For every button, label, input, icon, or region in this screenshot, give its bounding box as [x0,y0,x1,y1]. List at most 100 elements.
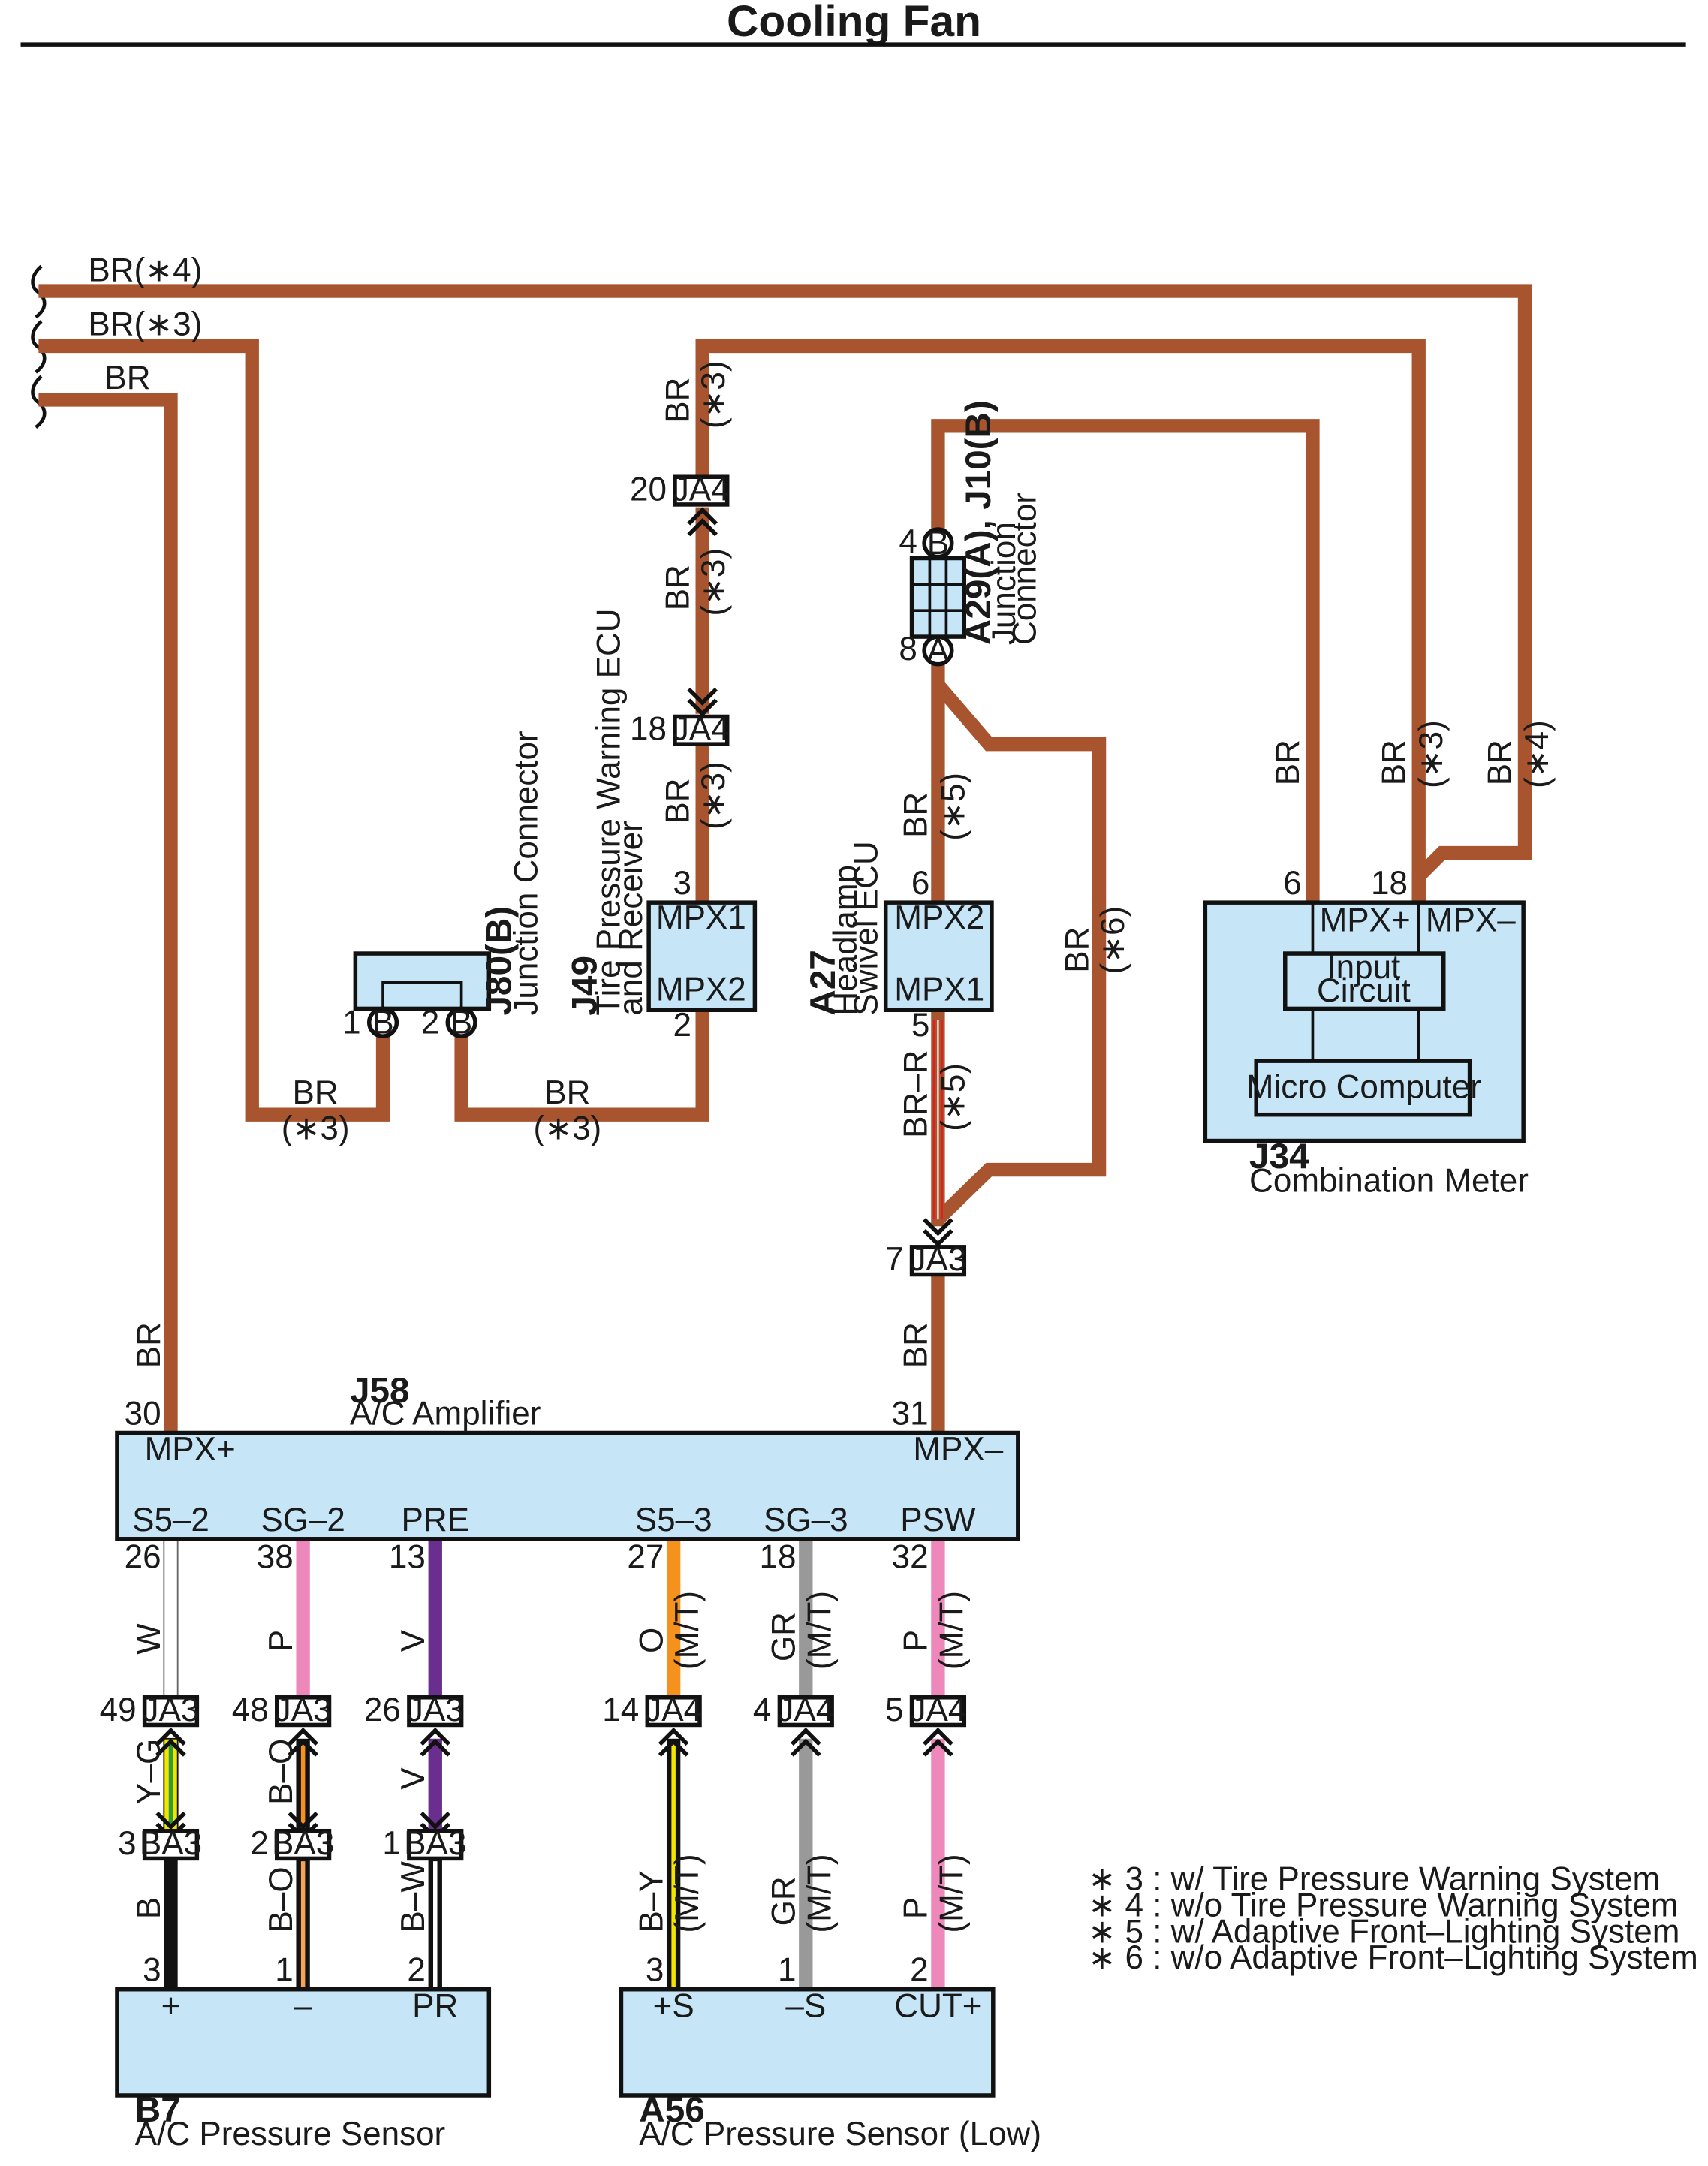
svg-text:6: 6 [911,865,929,902]
svg-text:49: 49 [100,1692,137,1728]
svg-text:(∗3): (∗3) [695,360,732,429]
svg-text:JA4: JA4 [673,471,730,508]
svg-text:JA3: JA3 [407,1692,464,1728]
connector-ja3-7: JA3 7 [885,1241,966,1278]
wire-br-3-top-run [695,339,1426,903]
label-br-top: BR [104,360,150,396]
svg-text:2: 2 [910,1952,928,1989]
signal-wires-upper [163,1538,945,1698]
note-5: ∗ 5 : w/ Adaptive Front–Lighting System [1088,1913,1679,1950]
svg-text:B: B [927,525,949,562]
svg-text:BA3: BA3 [404,1825,466,1862]
wire-br-r [931,1010,945,1227]
wire-br-4 [38,284,1532,903]
svg-text:JA3: JA3 [275,1692,332,1728]
svg-text:–: – [294,1987,312,2024]
svg-text:(M/T): (M/T) [669,1591,706,1670]
svg-text:(∗5): (∗5) [935,773,971,841]
svg-text:(∗6): (∗6) [1095,906,1131,975]
svg-text:Micro Computer: Micro Computer [1246,1069,1481,1106]
svg-text:38: 38 [257,1538,294,1575]
svg-text:(M/T): (M/T) [933,1854,970,1933]
signal-wires-lower [164,1738,945,1990]
svg-text:1: 1 [342,1004,360,1041]
svg-text:O: O [633,1628,670,1653]
svg-text:BR: BR [544,1074,590,1111]
component-a29-junction-connector: B A 4 8 A29(A), J10(B) Junction Connecto… [899,400,1043,669]
signal-wires-middle [163,1737,442,1832]
wire-br-a29-j34 [931,419,1320,903]
svg-text:B–O: B–O [263,1739,300,1805]
svg-text:6: 6 [1283,865,1301,902]
svg-text:PRE: PRE [402,1502,470,1538]
svg-text:3: 3 [118,1825,136,1862]
svg-text:CUT+: CUT+ [894,1987,981,2024]
svg-text:B–Y: B–Y [633,1870,670,1933]
svg-text:PR: PR [412,1987,458,2024]
svg-text:(∗3): (∗3) [695,548,732,616]
wire-br-3-left [38,339,390,1122]
svg-text:5: 5 [885,1692,903,1728]
note-6: ∗ 6 : w/o Adaptive Front–Lighting System [1088,1939,1697,1976]
component-a56-ac-pressure-sensor-low: +S –S CUT+ 3 1 2 A56 A/C Pressure Sensor… [619,1952,1041,2152]
svg-text:Y–G: Y–G [131,1739,167,1805]
svg-text:BR: BR [1375,740,1412,785]
svg-text:BR: BR [1482,740,1519,785]
svg-text:GR: GR [766,1612,803,1661]
svg-text:1: 1 [275,1952,293,1989]
component-j34-combination-meter: Input Circuit Micro Computer MPX+ MPX– 6… [1203,865,1529,1199]
svg-text:B–W: B–W [395,1861,432,1933]
svg-text:13: 13 [389,1538,426,1575]
svg-text:(∗3): (∗3) [695,761,732,830]
svg-text:BR: BR [1270,740,1306,785]
connector-ja4-18: JA4 18 [630,711,730,748]
svg-text:GR: GR [766,1876,803,1926]
wire-br-6-bypass [932,680,1107,1225]
svg-text:V: V [395,1629,432,1652]
svg-text:and Receiver: and Receiver [613,821,649,1015]
component-j80-junction-connector: B B 1 2 J80(B) Junction Connector [342,731,544,1041]
svg-text:B: B [372,1004,393,1041]
svg-text:BR: BR [659,378,696,423]
svg-text:JA3: JA3 [909,1241,966,1278]
notes: ∗ 3 : w/ Tire Pressure Warning System ∗ … [1088,1861,1697,1977]
svg-text:Circuit: Circuit [1317,972,1411,1009]
wire-labels: BR(∗4) BR(∗3) BR BR (∗3) BR (∗3) BR (∗3)… [88,252,1556,1933]
connector-ja3-26: JA3 26 [364,1692,464,1728]
svg-text:A/C Pressure Sensor: A/C Pressure Sensor [135,2116,445,2152]
wire-br-3-j80-j49 [454,1010,709,1122]
svg-text:BR: BR [898,792,935,838]
note-3: ∗ 3 : w/ Tire Pressure Warning System [1088,1861,1660,1898]
svg-text:V: V [395,1767,432,1790]
svg-text:BR: BR [131,1322,167,1368]
svg-text:MPX1: MPX1 [656,899,746,936]
svg-text:MPX1: MPX1 [894,971,984,1008]
svg-text:3: 3 [646,1952,664,1989]
svg-text:SG–2: SG–2 [261,1502,345,1538]
svg-text:27: 27 [627,1538,664,1575]
svg-text:18: 18 [1371,865,1408,902]
svg-text:JA4: JA4 [777,1692,834,1728]
svg-text:B: B [450,1004,472,1041]
component-j49-tire-pressure-ecu: MPX1 MPX2 3 2 J49 Tire Pressure Warning … [565,608,758,1044]
svg-text:Input: Input [1327,949,1400,986]
connector-ja4-5: JA4 5 [885,1692,966,1728]
svg-text:SG–3: SG–3 [764,1502,848,1538]
svg-text:Tire Pressure Warning ECU: Tire Pressure Warning ECU [591,608,628,1015]
svg-text:B7: B7 [135,2090,181,2130]
svg-text:8: 8 [899,631,917,667]
svg-text:A27: A27 [803,950,843,1015]
svg-text:20: 20 [630,471,667,508]
svg-text:(∗3): (∗3) [1413,720,1450,788]
svg-text:(∗3): (∗3) [282,1110,350,1147]
svg-text:(∗5): (∗5) [935,1063,971,1131]
svg-text:BA3: BA3 [140,1825,202,1862]
svg-text:S5–3: S5–3 [635,1502,712,1538]
component-a27-headlamp-swivel-ecu: MPX2 MPX1 6 5 A27 Headlamp Swivel ECU [803,841,994,1044]
svg-text:BR–R: BR–R [898,1050,935,1137]
svg-text:A/C Amplifier: A/C Amplifier [350,1396,541,1432]
svg-text:18: 18 [759,1538,796,1575]
wire-br-main [38,393,178,1433]
component-j58-ac-amplifier: J58 A/C Amplifier MPX+ MPX– S5–2 SG–2 PR… [115,1371,1020,1575]
